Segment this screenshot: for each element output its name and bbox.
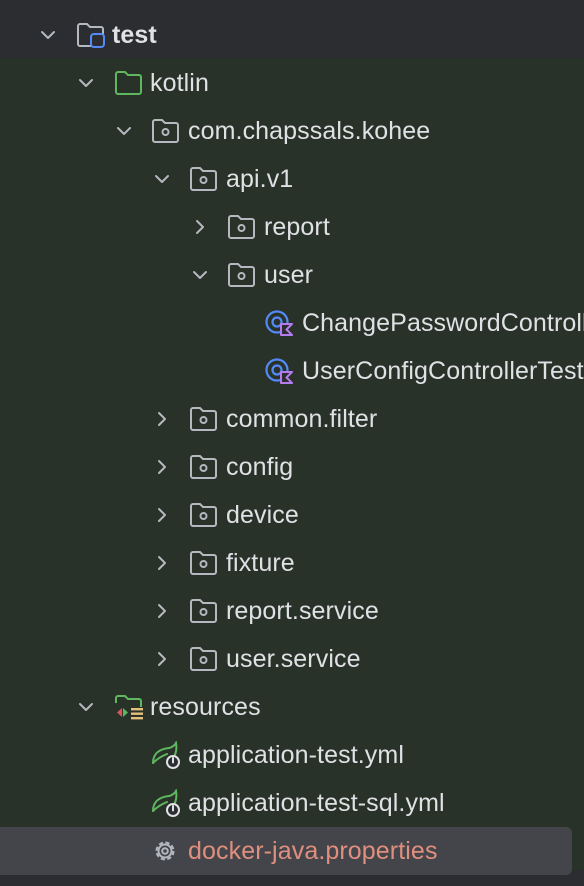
tree-label: config	[226, 453, 294, 481]
chevron-right-icon[interactable]	[150, 407, 174, 431]
tree-row-package-fixture[interactable]: fixture	[0, 539, 584, 587]
tree-label: test	[112, 21, 157, 49]
chevron-right-icon[interactable]	[150, 503, 174, 527]
package-icon	[228, 263, 255, 287]
chevron-right-icon[interactable]	[188, 215, 212, 239]
tree-row-package-user[interactable]: user	[0, 251, 584, 299]
kotlin-test-class-icon	[265, 358, 293, 384]
chevron-down-icon[interactable]	[74, 71, 98, 95]
tree-label: com.chapssals.kohee	[188, 117, 431, 145]
tree-label: user	[264, 261, 314, 289]
chevron-down-icon[interactable]	[74, 695, 98, 719]
package-icon	[190, 503, 217, 527]
tree-label: application-test-sql.yml	[188, 789, 445, 817]
tree-label: docker-java.properties	[188, 837, 438, 865]
tree-label: UserConfigControllerTest	[302, 357, 584, 385]
tree-label: device	[226, 501, 299, 529]
chevron-down-icon[interactable]	[36, 23, 60, 47]
tree-row-kotlin[interactable]: kotlin	[0, 59, 584, 107]
chevron-down-icon[interactable]	[150, 167, 174, 191]
tree-row-file-application-test-sql-yml[interactable]: application-test-sql.yml	[0, 779, 584, 827]
test-scope-highlight	[0, 58, 584, 870]
top-strip	[0, 0, 584, 8]
bottom-edge	[0, 876, 584, 886]
package-icon	[228, 215, 255, 239]
source-folder-icon	[115, 71, 142, 95]
chevron-down-icon[interactable]	[112, 119, 136, 143]
tree-row-package-com-chapssals-kohee[interactable]: com.chapssals.kohee	[0, 107, 584, 155]
tree-row-file-docker-java-properties[interactable]: docker-java.properties	[0, 827, 572, 875]
tree-label: user.service	[226, 645, 361, 673]
tree-label: api.v1	[226, 165, 294, 193]
tree-label: common.filter	[226, 405, 378, 433]
gear-icon	[155, 841, 175, 861]
test-folder-icon	[77, 23, 105, 48]
tree-row-package-common-filter[interactable]: common.filter	[0, 395, 584, 443]
tree-row-file-application-test-yml[interactable]: application-test.yml	[0, 731, 584, 779]
tree-row-package-report[interactable]: report	[0, 203, 584, 251]
chevron-right-icon[interactable]	[150, 455, 174, 479]
tree-label: resources	[150, 693, 261, 721]
package-icon	[190, 167, 217, 191]
chevron-right-icon[interactable]	[150, 551, 174, 575]
spring-config-icon	[152, 789, 180, 817]
tree-label: kotlin	[150, 69, 209, 97]
chevron-right-icon[interactable]	[150, 599, 174, 623]
package-icon	[190, 455, 217, 479]
tree-label: application-test.yml	[188, 741, 404, 769]
tree-row-package-device[interactable]: device	[0, 491, 584, 539]
kotlin-test-class-icon	[265, 310, 293, 336]
tree-row-package-user-service[interactable]: user.service	[0, 635, 584, 683]
package-icon	[152, 119, 179, 143]
tree-row-package-config[interactable]: config	[0, 443, 584, 491]
tree-row-test[interactable]: test	[0, 11, 584, 59]
package-icon	[190, 647, 217, 671]
tree-row-file-change-password-controller-test[interactable]: ChangePasswordControllerTest	[0, 299, 584, 347]
test-resources-folder-icon	[115, 695, 143, 720]
chevron-right-icon[interactable]	[150, 647, 174, 671]
tree-label: report	[264, 213, 330, 241]
tree-row-file-user-config-controller-test[interactable]: UserConfigControllerTest	[0, 347, 584, 395]
package-icon	[190, 599, 217, 623]
tree-label: report.service	[226, 597, 379, 625]
tree-label: ChangePasswordControllerTest	[302, 309, 584, 337]
tree-row-package-api-v1[interactable]: api.v1	[0, 155, 584, 203]
tree-label: fixture	[226, 549, 295, 577]
spring-config-icon	[152, 741, 180, 769]
package-icon	[190, 407, 217, 431]
tree-row-resources[interactable]: resources	[0, 683, 584, 731]
chevron-down-icon[interactable]	[188, 263, 212, 287]
tree-row-package-report-service[interactable]: report.service	[0, 587, 584, 635]
package-icon	[190, 551, 217, 575]
